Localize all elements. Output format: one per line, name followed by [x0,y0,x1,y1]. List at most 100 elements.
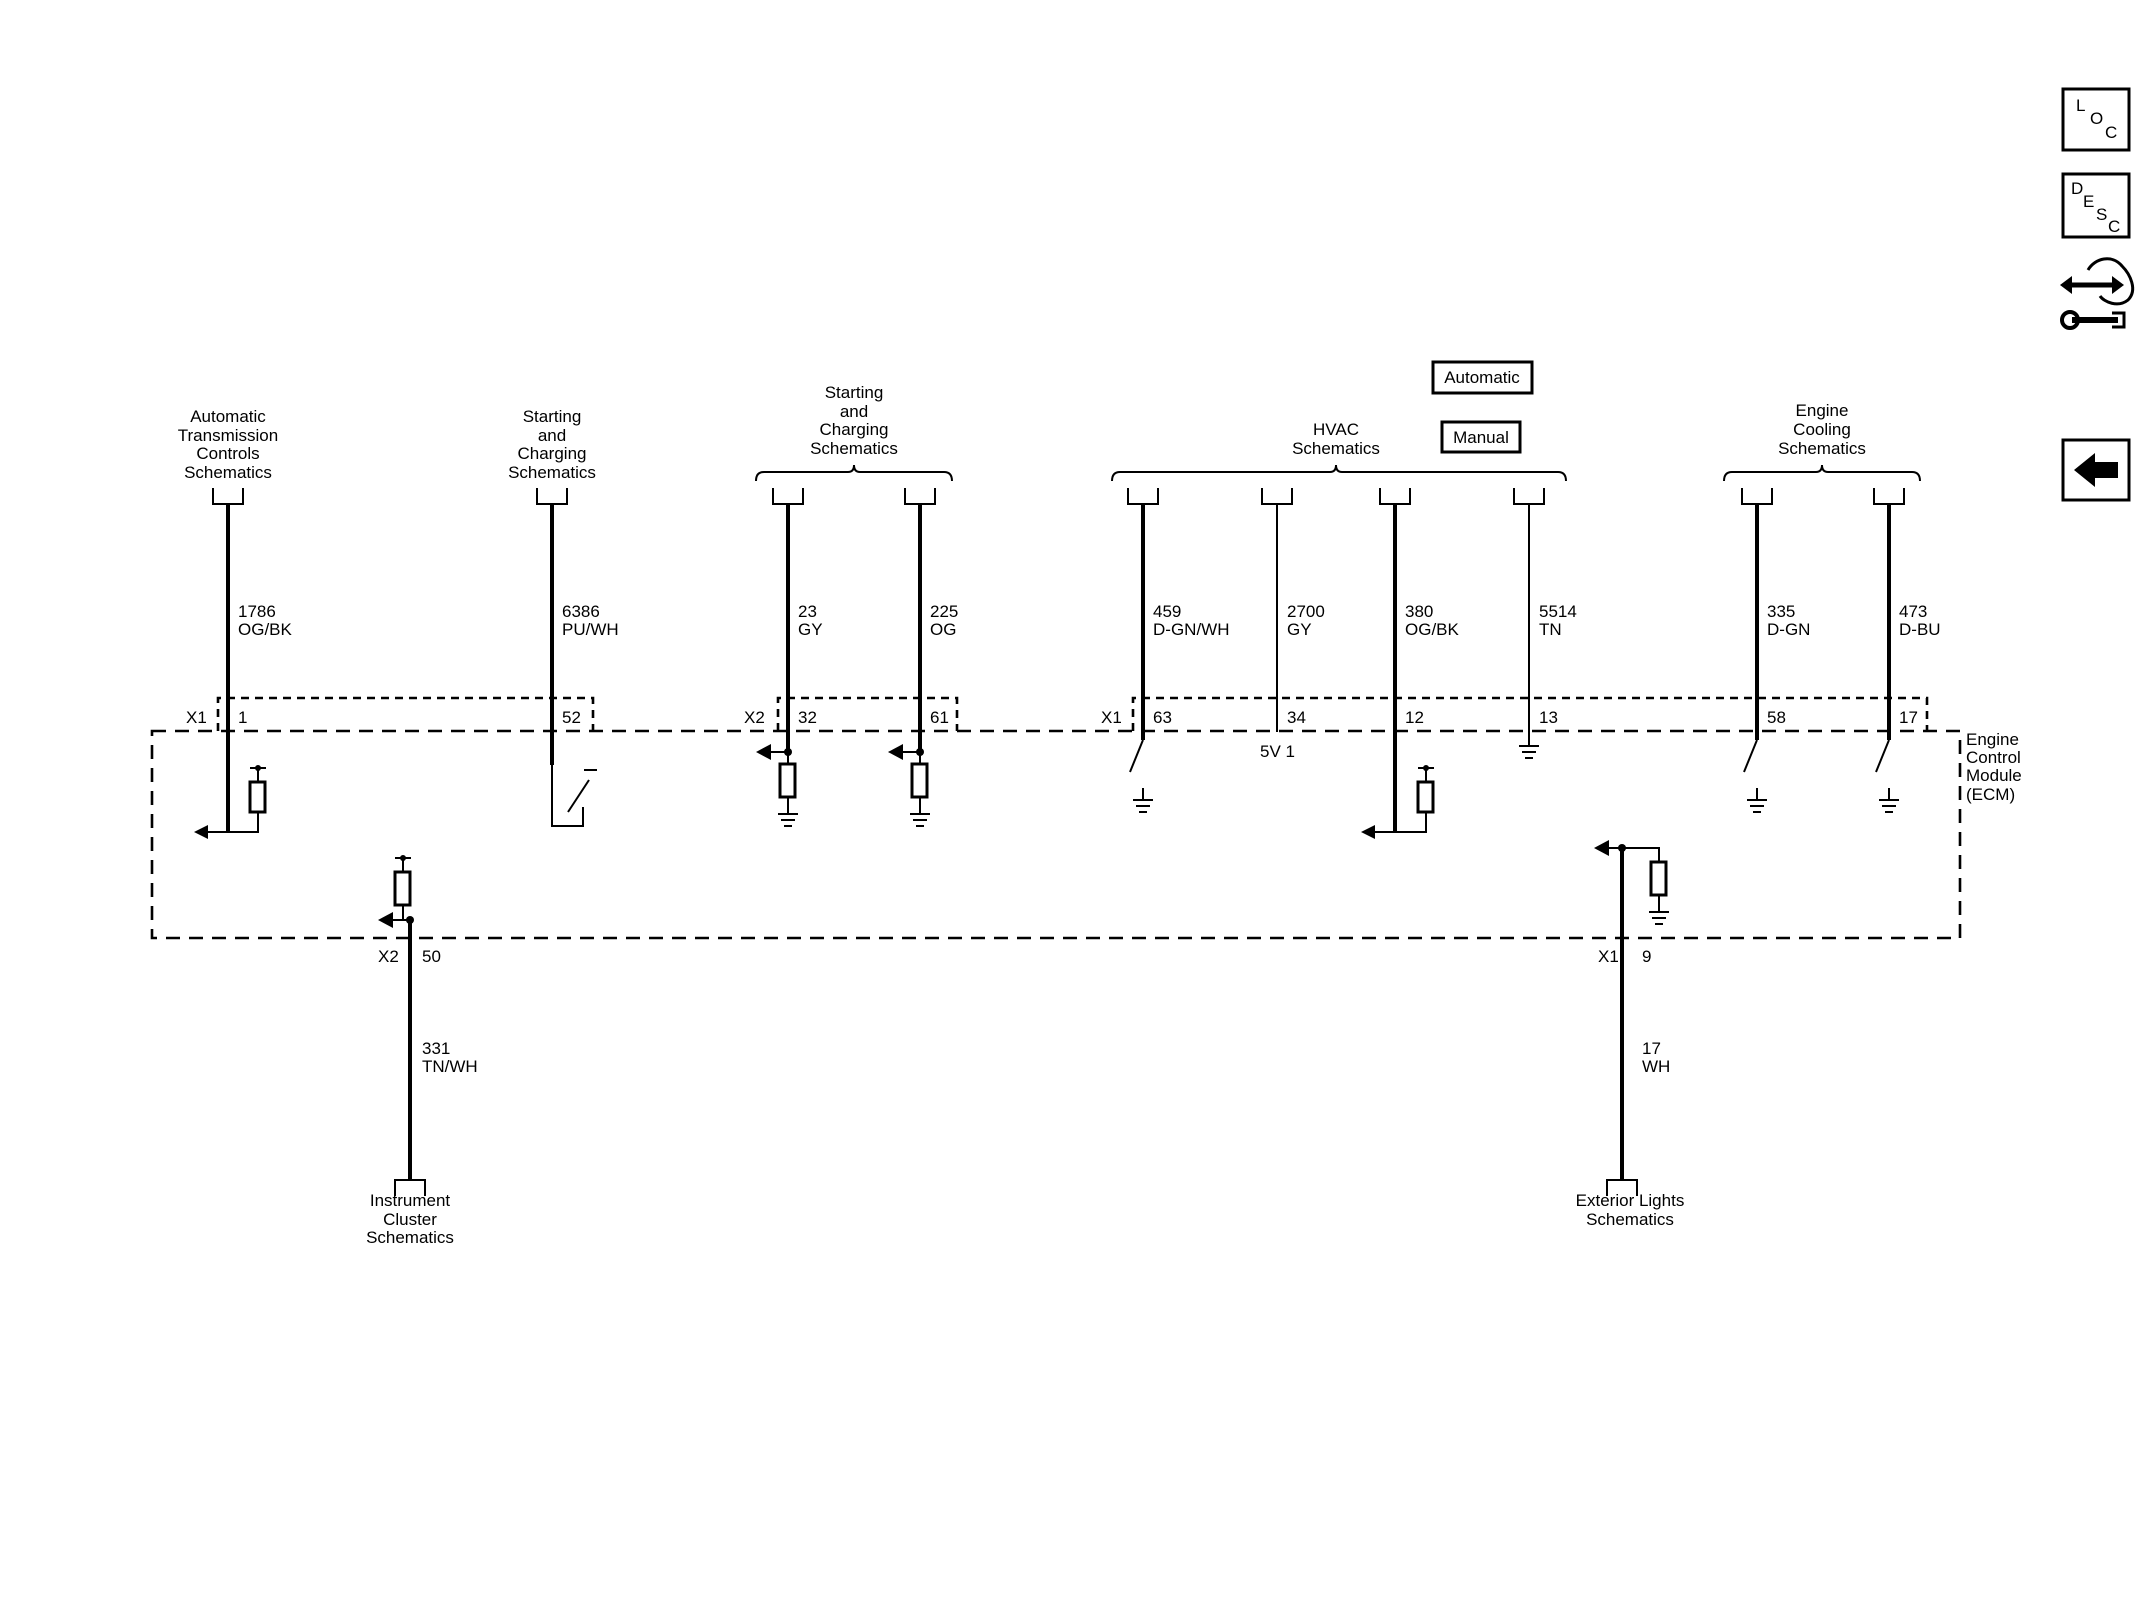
svg-text:TN/WH: TN/WH [422,1057,478,1076]
svg-text:and: and [840,402,868,421]
connector-x1-left-label: X1 [186,708,207,727]
brace-engine-cooling [1723,464,1921,482]
svg-text:Charging: Charging [820,420,889,439]
circuit-label-1786: 1786 OG/BK [238,602,293,639]
svg-text:Exterior Lights: Exterior Lights [1576,1191,1685,1210]
loc-letter-c: C [2105,123,2117,142]
dest-starting-charging-label-2: Starting and Charging Schematics [810,383,898,458]
brace-starting-charging-2 [755,464,953,482]
svg-text:D-BU: D-BU [1899,620,1941,639]
svg-text:Instrument: Instrument [370,1191,451,1210]
svg-text:58: 58 [1767,708,1786,727]
svg-text:50: 50 [422,947,441,966]
svg-text:63: 63 [1153,708,1172,727]
reference-5v-label: 5V 1 [1260,742,1295,761]
circuit-label-225: 225 OG [930,602,958,639]
svg-text:2700: 2700 [1287,602,1325,621]
svg-text:Schematics: Schematics [184,463,272,482]
mode-automatic-label: Automatic [1444,368,1520,387]
desc-letter-c: C [2108,217,2120,236]
dest-starting-charging-label-1: Starting and Charging Schematics [508,407,596,482]
svg-text:Schematics: Schematics [1586,1210,1674,1229]
svg-text:Schematics: Schematics [508,463,596,482]
svg-text:OG/BK: OG/BK [1405,620,1460,639]
dest-hvac-label: HVAC Schematics [1292,420,1380,458]
connector-x2-mid-label: X2 [744,708,765,727]
svg-text:Engine: Engine [1796,401,1849,420]
connector-x1-right: X1 [1101,696,1929,731]
svg-text:61: 61 [930,708,949,727]
svg-text:D-GN/WH: D-GN/WH [1153,620,1229,639]
svg-text:GY: GY [798,620,823,639]
svg-text:34: 34 [1287,708,1306,727]
svg-text:Control: Control [1966,748,2021,767]
terminal-caps-top [212,488,1905,505]
wire-17 [1606,848,1638,1196]
ecm-ground-pin13 [1519,745,1539,759]
dest-exterior-lights-label: Exterior Lights Schematics [1576,1191,1685,1229]
dest-instrument-cluster-label: Instrument Cluster Schematics [366,1191,454,1247]
svg-text:17: 17 [1642,1039,1661,1058]
ecm-switch-pin52 [551,765,597,827]
svg-text:335: 335 [1767,602,1795,621]
svg-text:13: 13 [1539,708,1558,727]
svg-text:Module: Module [1966,766,2022,785]
connector-x1-bottom-label: X1 [1598,947,1619,966]
desc-button[interactable]: D E S C [2061,172,2131,239]
ecm-output-pin32 [756,744,798,827]
desc-letter-s: S [2096,205,2107,224]
svg-text:Transmission: Transmission [178,426,278,445]
svg-text:TN: TN [1539,620,1562,639]
ecm-output-pin61 [888,744,930,827]
svg-text:and: and [538,426,566,445]
connector-x2-bottom-label: X2 [378,947,399,966]
svg-text:OG/BK: OG/BK [238,620,293,639]
mode-manual-label: Manual [1453,428,1509,447]
svg-text:225: 225 [930,602,958,621]
svg-text:331: 331 [422,1039,450,1058]
connector-repair-button[interactable] [2060,257,2135,330]
svg-text:32: 32 [798,708,817,727]
svg-text:473: 473 [1899,602,1927,621]
circuit-label-23: 23 GY [798,602,823,639]
ecm-module-label: Engine Control Module (ECM) [1966,730,2022,804]
svg-text:HVAC: HVAC [1313,420,1359,439]
ecm-input-pin9 [1594,840,1669,925]
back-arrow-icon [2074,453,2118,487]
svg-text:Schematics: Schematics [1778,439,1866,458]
svg-text:Starting: Starting [825,383,884,402]
svg-text:Schematics: Schematics [366,1228,454,1247]
svg-text:D-GN: D-GN [1767,620,1810,639]
circuit-label-6386: 6386 PU/WH [562,602,619,639]
ecm-switch-pin58 [1743,739,1767,813]
svg-text:Charging: Charging [518,444,587,463]
svg-text:PU/WH: PU/WH [562,620,619,639]
dest-engine-cooling-label: Engine Cooling Schematics [1778,401,1866,458]
ecm-module-outline [150,729,1962,940]
svg-text:1786: 1786 [238,602,276,621]
circuit-label-459: 459 D-GN/WH [1153,602,1229,639]
loc-button[interactable]: L O C [2061,87,2131,152]
circuit-label-17: 17 WH [1642,1039,1670,1076]
connector-x2-mid: X2 [744,696,959,731]
svg-text:Cluster: Cluster [383,1210,437,1229]
svg-text:Cooling: Cooling [1793,420,1851,439]
svg-text:GY: GY [1287,620,1312,639]
svg-text:WH: WH [1642,1057,1670,1076]
brace-hvac [1111,464,1567,482]
desc-letter-d: D [2071,179,2083,198]
svg-text:6386: 6386 [562,602,600,621]
circuit-label-2700: 2700 GY [1287,602,1325,639]
desc-letter-e: E [2083,192,2094,211]
svg-text:23: 23 [798,602,817,621]
loc-letter-l: L [2076,96,2085,115]
svg-text:380: 380 [1405,602,1433,621]
back-button[interactable] [2061,438,2131,502]
circuit-label-5514: 5514 TN [1539,602,1577,639]
svg-text:Engine: Engine [1966,730,2019,749]
connector-repair-icon [2060,257,2135,330]
svg-text:5514: 5514 [1539,602,1577,621]
connector-x1-left: X1 [186,696,595,731]
ecm-input-pin50 [378,855,414,928]
loc-letter-o: O [2090,109,2103,128]
